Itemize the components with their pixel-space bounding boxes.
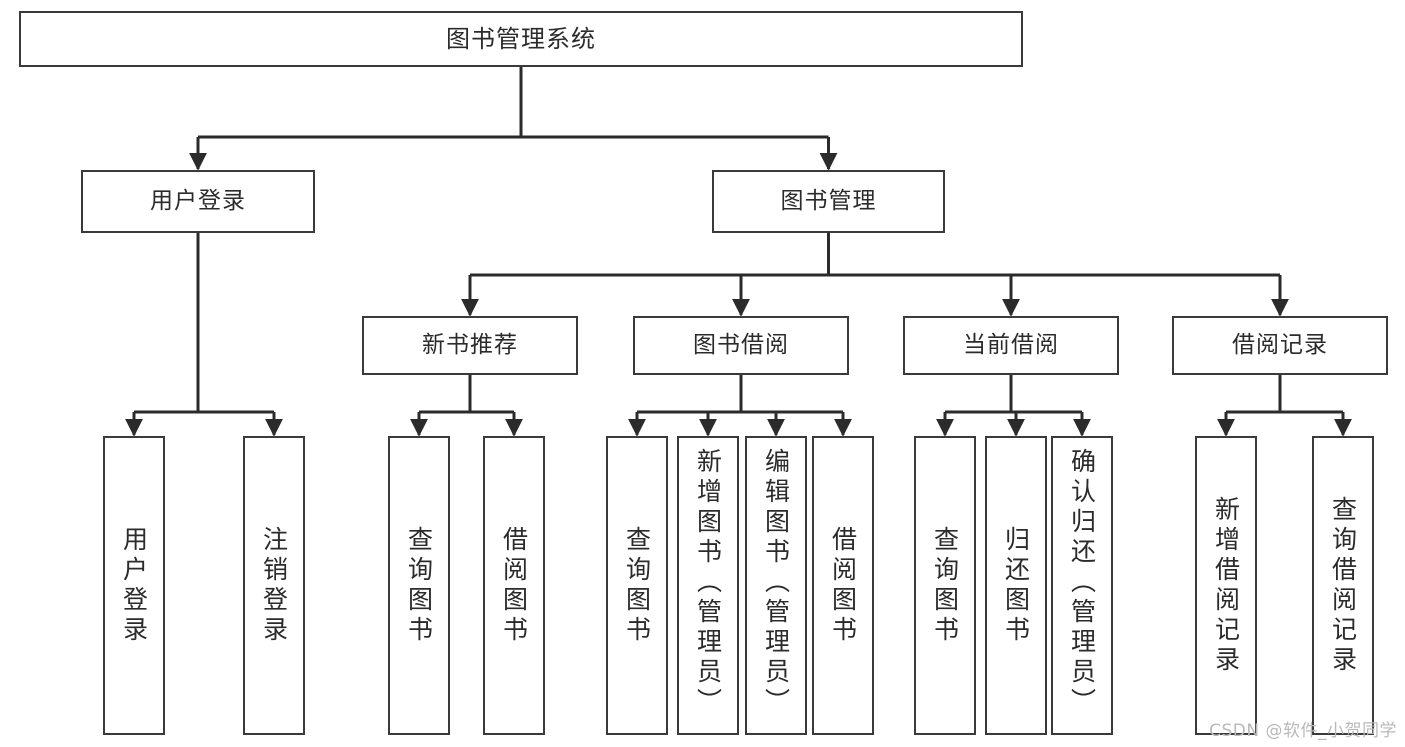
node-label: 借阅图书 <box>499 525 529 646</box>
node-label: 查询图书 <box>930 525 960 646</box>
node-current[interactable]: 当前借阅 <box>903 316 1119 375</box>
watermark: CSDN @软件_小贺同学 <box>1209 721 1397 741</box>
node-l-querybook3[interactable]: 查询图书 <box>914 436 976 735</box>
node-label: 当前借阅 <box>963 331 1059 358</box>
node-label: 借阅记录 <box>1232 331 1328 358</box>
edge-layer <box>125 67 1352 437</box>
node-l-querybook2[interactable]: 查询图书 <box>606 436 668 735</box>
node-label: 借阅图书 <box>828 525 858 646</box>
node-label: 图书管理系统 <box>446 24 596 53</box>
node-l-querybook1[interactable]: 查询图书 <box>388 436 450 735</box>
node-label: 查询借阅记录 <box>1328 495 1358 676</box>
node-l-returnbook[interactable]: 归还图书 <box>985 436 1047 735</box>
node-login[interactable]: 用户登录 <box>81 170 315 233</box>
node-label: 用户登录 <box>119 525 149 646</box>
node-label: 图书借阅 <box>693 331 789 358</box>
node-label: 查询图书 <box>404 525 434 646</box>
node-label: 新增图书（管理员） <box>693 448 723 718</box>
node-label: 查询图书 <box>622 525 652 646</box>
node-borrow[interactable]: 图书借阅 <box>633 316 849 375</box>
node-label: 编辑图书（管理员） <box>761 448 791 718</box>
node-l-confirm[interactable]: 确认归还（管理员） <box>1051 436 1113 735</box>
node-l-addrec[interactable]: 新增借阅记录 <box>1195 436 1257 735</box>
node-l-queryrec[interactable]: 查询借阅记录 <box>1312 436 1374 735</box>
node-label: 图书管理 <box>780 187 877 214</box>
node-label: 新书推荐 <box>422 331 518 358</box>
node-root[interactable]: 图书管理系统 <box>19 11 1023 67</box>
node-l-borrowbook2[interactable]: 借阅图书 <box>812 436 874 735</box>
node-newrec[interactable]: 新书推荐 <box>362 316 578 375</box>
node-l-borrowbook1[interactable]: 借阅图书 <box>483 436 545 735</box>
node-l-addbook[interactable]: 新增图书（管理员） <box>677 436 739 735</box>
node-label: 新增借阅记录 <box>1211 495 1241 676</box>
node-l-editbook[interactable]: 编辑图书（管理员） <box>745 436 807 735</box>
node-bookmgmt[interactable]: 图书管理 <box>712 170 945 233</box>
node-label: 用户登录 <box>150 187 246 214</box>
node-l-userlogin[interactable]: 用户登录 <box>103 436 165 735</box>
node-history[interactable]: 借阅记录 <box>1172 316 1388 375</box>
node-label: 注销登录 <box>259 525 289 646</box>
node-l-logout[interactable]: 注销登录 <box>243 436 305 735</box>
node-label: 归还图书 <box>1001 525 1031 646</box>
node-label: 确认归还（管理员） <box>1067 448 1097 718</box>
